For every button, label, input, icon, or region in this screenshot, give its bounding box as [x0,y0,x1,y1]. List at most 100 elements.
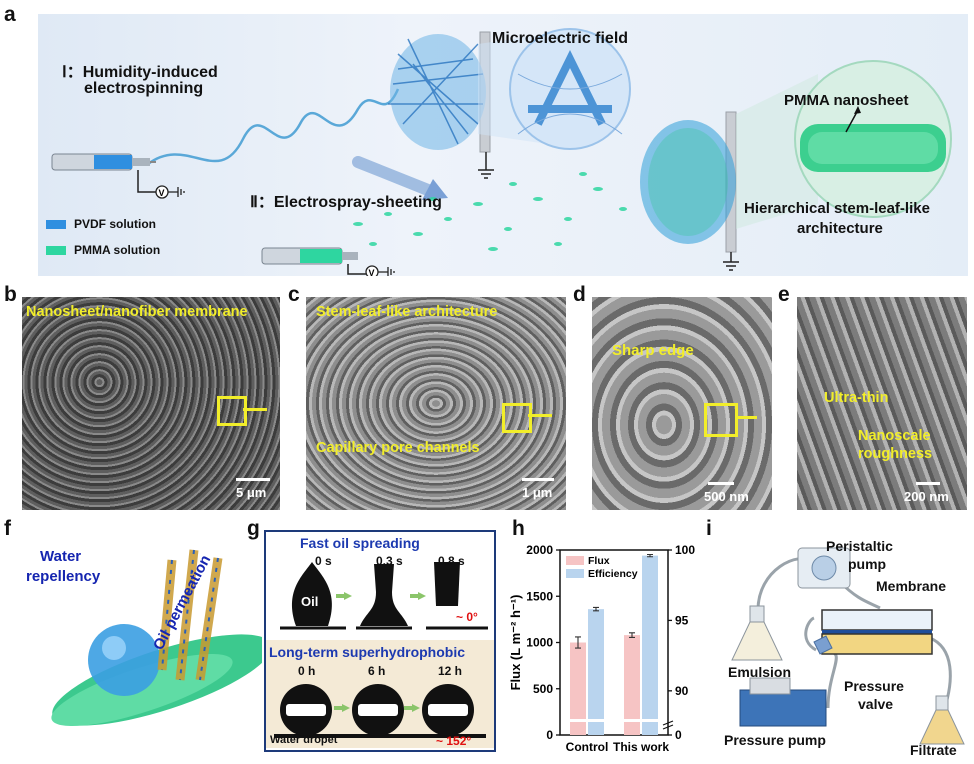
chart-bars [570,553,658,735]
panel-label-g: g [247,517,260,540]
panel-a-background: V [38,14,968,279]
scale-label-e: 200 nm [904,489,949,504]
oil-label: Oil [301,594,319,609]
sem-image-d [592,297,772,510]
y-tick-label-4: 2000 [526,543,553,557]
panel-label-h: h [512,517,525,540]
oil-contact-angle: ~ 0° [456,610,478,624]
membrane-module [821,609,933,655]
panel-i-setup [731,547,965,745]
zoom-box-d [704,403,738,437]
y2-tick-label-0: 0 [675,728,682,742]
y-axis-title: Flux (L m⁻² h⁻¹) [508,595,523,691]
water-droplet [88,624,160,696]
legend-label-efficiency: Efficiency [588,568,638,580]
sem-e-annotation-roughness-line1: Nanoscale [858,428,931,444]
zoom-box-b [217,396,247,426]
long-term-title: Long-term superhydrophobic [269,644,465,660]
pvdf-legend-label: PVDF solution [74,217,156,231]
panel-a-illustration: V [51,28,952,279]
pressure-valve-label-line2: valve [858,696,894,712]
emulsion-flask [731,605,783,661]
step1-label-line2: electrospinning [84,80,204,97]
pressure-pump-label: Pressure pump [724,732,826,748]
sem-image-e [797,297,967,510]
y2-tick-label-2: 95 [675,613,689,627]
scale-label-b: 5 μm [236,485,267,500]
time-label-top-0: 0 s [315,554,332,568]
filtrate-label: Filtrate [910,742,957,758]
oil-drop-0s [292,562,332,626]
syringe-1 [51,153,156,171]
sem-image-b [22,297,280,510]
bar-break-efficiency-1 [642,719,658,722]
bar-flux-0 [570,642,586,735]
zoom-box-c [502,403,532,433]
panel-label-d: d [573,283,586,306]
fast-oil-title: Fast oil spreading [300,535,420,551]
bar-efficiency-0 [588,609,604,735]
scale-bar-d [708,482,734,485]
sem-e-annotation-ultrathin: Ultra-thin [824,390,889,406]
syringe-2 [261,247,358,265]
sem-e-annotation-roughness-line2: roughness [858,446,933,462]
bar-break-flux-0 [570,719,586,722]
water-repellency-label-line1: Water [40,548,82,565]
error-bar-flux-1 [629,632,635,638]
hierarchical-label-line2: architecture [797,220,883,237]
oil-drop-03s [360,564,408,626]
pmma-nanosheet-label: PMMA nanosheet [784,92,909,109]
fiber-mat-1 [388,34,486,150]
membrane-label: Membrane [876,578,947,594]
water-droplet-label: Water dropet [270,734,338,746]
error-bar-efficiency-0 [593,606,599,612]
step1-label: Ⅰ：Humidity-induced [62,64,218,81]
scale-label-c: 1 μm [522,485,553,500]
time-label-bottom-0: 0 h [298,664,316,678]
zoom-arrow-d [735,416,757,419]
y-tick-label-3: 1500 [526,589,553,603]
legend-swatch-flux [566,556,584,565]
panel-label-b: b [4,283,17,306]
bar-break-flux-1 [624,719,640,722]
water-drop-0h [280,684,332,736]
pmma-legend-swatch [46,246,66,255]
error-bar-flux-0 [575,636,581,649]
water-repellency-label-line2: repellency [26,568,101,585]
pmma-legend-label: PMMA solution [74,243,161,257]
panel-f-illustration [51,549,262,727]
sem-b-title: Nanosheet/nanofiber membrane [26,304,248,320]
sem-c-annotation: Capillary pore channels [316,440,480,456]
bar-flux-1 [624,635,640,735]
scale-bar-e [916,482,940,485]
scale-bar-c [522,478,554,481]
bar-efficiency-1 [642,555,658,735]
panel-label-a: a [4,3,16,26]
sem-d-annotation: Sharp edge [612,342,694,359]
voltage-symbol-1: V [159,188,165,198]
pressure-valve [813,635,833,655]
scale-bar-b [236,478,270,481]
y2-tick-label-1: 90 [675,684,689,698]
y-tick-label-1: 500 [533,682,553,696]
bar-break-efficiency-0 [588,719,604,722]
zoom-arrow-b [243,408,267,411]
x-tick-label-0: Control [566,740,609,754]
time-label-top-2: 0.8 s [438,554,465,568]
panel-g-bottom [266,640,494,748]
axis-break [662,720,674,730]
time-label-top-1: 0.3 s [376,554,403,568]
panel-g-top [266,532,494,636]
peristaltic-label-line1: Peristaltic [826,538,893,554]
scale-label-d: 500 nm [704,489,749,504]
sem-c-title: Stem-leaf-like architecture [316,304,498,320]
panel-label-f: f [4,517,11,540]
panel-label-e: e [778,283,790,306]
step2-label: Ⅱ：Electrospray-sheeting [250,194,442,211]
microelectric-field-label: Microelectric field [492,30,629,47]
panel-label-c: c [288,283,300,306]
time-label-bottom-1: 6 h [368,664,386,678]
pressure-valve-label-line1: Pressure [844,678,904,694]
fiber-mat-2 [640,120,736,244]
